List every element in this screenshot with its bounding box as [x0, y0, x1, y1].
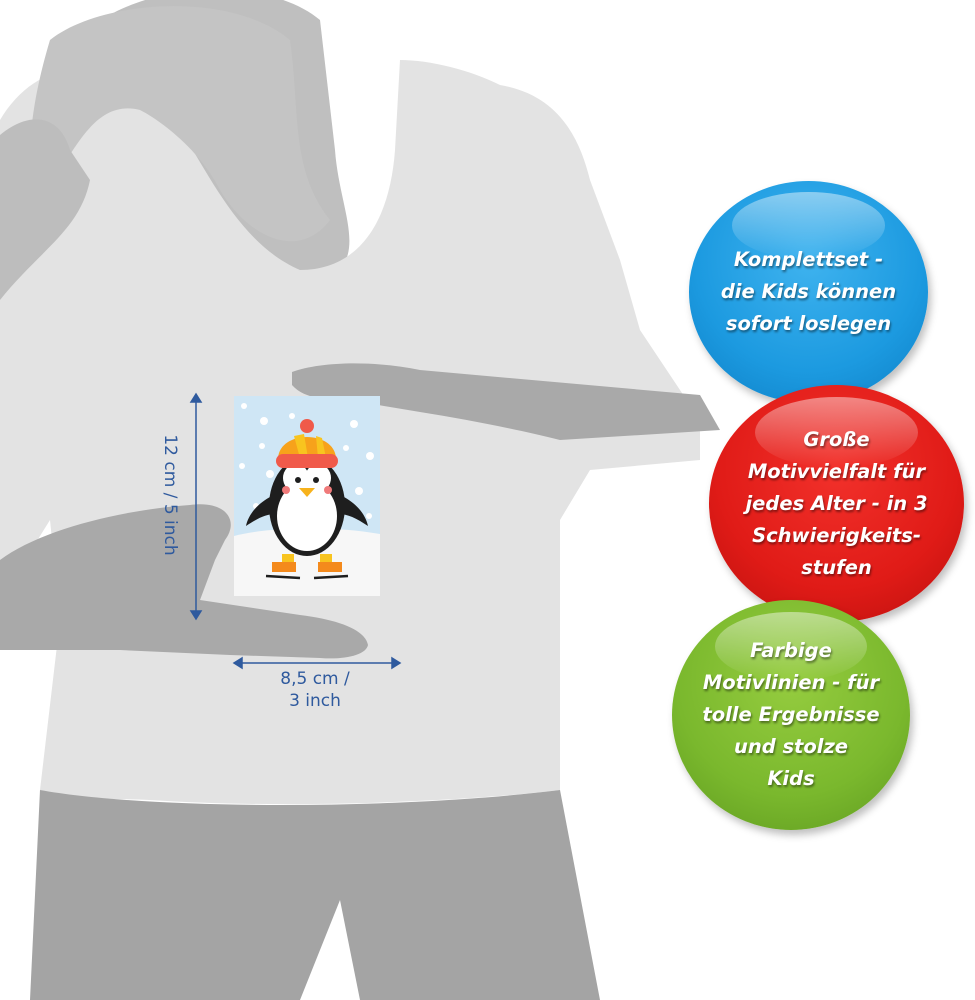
upper-hand	[292, 363, 720, 440]
height-dimension-arrow	[189, 392, 203, 621]
feature-text: Komplettset - die Kids können sofort los…	[720, 248, 897, 335]
feature-badge-colored-lines: Farbige Motivlinien - für tolle Ergebnis…	[672, 600, 910, 830]
hair-front	[30, 6, 330, 242]
hair-strand	[0, 119, 90, 300]
width-dimension-label: 8,5 cm / 3 inch	[280, 669, 350, 711]
badge-gloss	[714, 611, 868, 681]
badge-gloss	[732, 192, 885, 259]
snowflakes	[239, 403, 374, 519]
width-dimension-arrow	[232, 656, 402, 670]
feature-text: Große Motivvielfalt für jedes Alter - in…	[745, 427, 928, 579]
feature-text: Farbige Motivlinien - für tolle Ergebnis…	[702, 639, 880, 790]
feature-badge-motif-variety: Große Motivvielfalt für jedes Alter - in…	[709, 385, 964, 622]
badge-gloss	[754, 396, 919, 468]
penguin-illustration	[234, 396, 380, 596]
feature-badge-complete-set: Komplettset - die Kids können sofort los…	[689, 181, 928, 403]
pants-shape	[30, 790, 600, 1000]
product-card-penguin	[234, 396, 380, 596]
lower-hand	[0, 504, 368, 659]
